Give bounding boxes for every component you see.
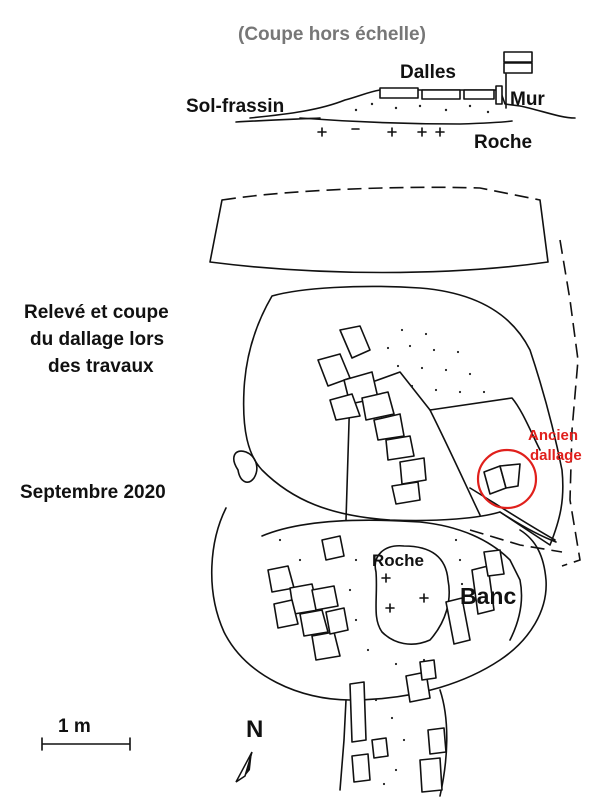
- north-arrow-fill: [245, 752, 252, 776]
- plan-drawing: Ancien dallage: [209, 186, 582, 797]
- bench-stone: [483, 549, 505, 577]
- ancien-dallage-highlight: [476, 448, 538, 510]
- north-label: N: [246, 716, 263, 743]
- diagonal-wall: [469, 487, 557, 543]
- scale-bar: 1 m: [41, 716, 131, 751]
- label-ancien: Ancien: [528, 427, 578, 444]
- label-mur: Mur: [510, 89, 545, 110]
- section-baseline: [235, 117, 321, 123]
- label-roche-section: Roche: [474, 132, 532, 153]
- section-slab: [463, 89, 495, 100]
- section-fill-dots: [354, 102, 490, 114]
- rock-crosses: [381, 573, 429, 613]
- caption-block: Relevé et coupe du dallage lors des trav…: [20, 302, 169, 503]
- lower-inner-edge: [261, 519, 523, 641]
- label-banc: Banc: [460, 583, 516, 609]
- caption-line-2: du dallage lors: [30, 329, 164, 350]
- scale-line: [41, 737, 131, 751]
- rock-outcrop: [374, 545, 450, 645]
- section-title: (Coupe hors échelle): [238, 24, 426, 45]
- section-slab: [495, 85, 503, 105]
- entrance-stone: [419, 659, 437, 681]
- entrance-stone: [427, 727, 447, 755]
- entrance-stone: [419, 757, 443, 793]
- label-roche-plan: Roche: [372, 551, 424, 570]
- stone-channel: [317, 325, 427, 505]
- section-drawing: (Coupe hors échelle) Dalles Mur Sol-fras…: [186, 24, 576, 153]
- caption-line-1: Relevé et coupe: [24, 302, 169, 323]
- wall-stone: [503, 51, 533, 63]
- entrance-fill-dots: [374, 698, 406, 786]
- caption-line-3: des travaux: [48, 356, 154, 377]
- bench-stone: [471, 565, 495, 615]
- section-slab: [421, 89, 461, 100]
- inner-partition: [345, 371, 541, 521]
- right-dashed-wall: [469, 529, 563, 553]
- entrance-stone: [371, 737, 389, 759]
- ground-profile: [249, 89, 576, 119]
- label-dalles: Dalles: [400, 62, 456, 83]
- upper-room-dashed-outline: [221, 186, 581, 567]
- wall-stone: [503, 62, 533, 74]
- upper-room-wall: [209, 199, 549, 274]
- right-partition: [429, 409, 481, 516]
- entrance-stone: [349, 681, 367, 743]
- main-chamber-outline: [242, 285, 564, 546]
- channel-fill-dots: [386, 328, 486, 394]
- north-arrow: N: [235, 716, 263, 783]
- bench-stone: [445, 597, 471, 645]
- entrance-wall-left: [339, 699, 347, 791]
- scale-label: 1 m: [58, 716, 91, 737]
- caption-date: Septembre 2020: [20, 482, 166, 503]
- lower-fill-dots: [278, 538, 464, 666]
- entrance-stone: [351, 753, 371, 783]
- rock-hatch-marks: [317, 127, 445, 137]
- ancien-dallage-stone: [499, 463, 521, 489]
- lower-left-stones: [267, 535, 349, 661]
- rock-line: [299, 117, 513, 125]
- section-slab: [379, 87, 419, 99]
- label-dallage: dallage: [530, 447, 582, 464]
- label-sol-frassin: Sol-frassin: [186, 96, 284, 117]
- left-wall-blob: [233, 450, 258, 483]
- lower-chamber-outline: [211, 507, 547, 701]
